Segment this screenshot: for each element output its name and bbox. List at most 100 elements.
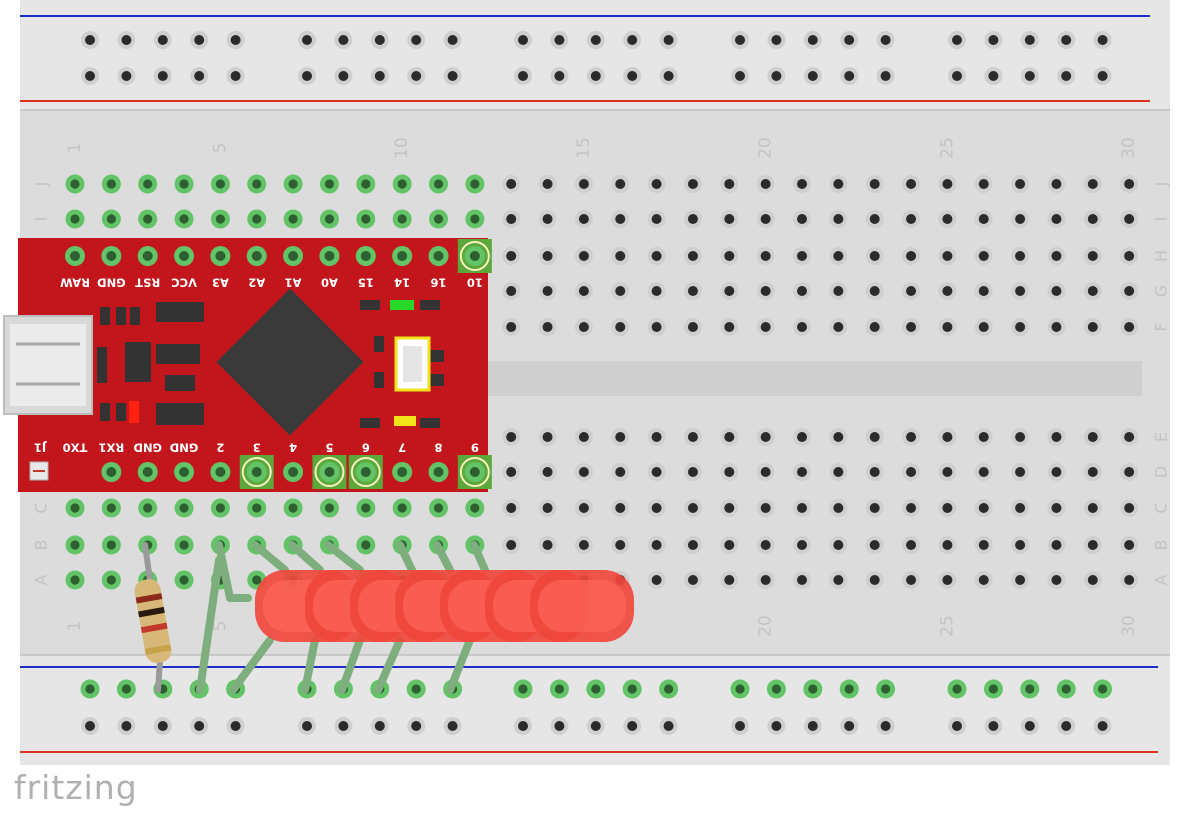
hole [651,322,662,332]
hole [1097,71,1108,81]
row-letter-label: C [32,502,51,513]
hole [833,467,844,477]
hole [615,179,626,189]
hole-connected [252,503,262,513]
pin-label-top: VCC [171,276,197,290]
hole [735,35,745,45]
pin-hole [324,251,335,261]
hole [1051,467,1062,477]
pin-label-top: 15 [358,276,374,290]
hole [230,35,241,45]
hole [578,251,589,261]
hole [906,575,917,585]
hole-connected [106,503,116,513]
resistor-band [144,644,172,655]
led-lead [324,541,364,574]
led-lead [470,541,489,574]
hole [942,467,953,477]
hole [869,251,880,261]
hole [1087,322,1098,332]
hole [844,721,855,731]
hole [121,35,132,45]
hole [1051,286,1062,296]
hole [506,540,517,550]
hole [833,286,844,296]
hole [1051,432,1062,442]
bottom-power-rail [20,655,1170,765]
row-letter-label: J [1152,182,1171,188]
center-channel [485,361,1142,396]
pin-label-bottom: RX1 [98,441,124,455]
hole [121,71,132,81]
hole [542,322,553,332]
hole [1024,35,1035,45]
hole [978,540,989,550]
hole [807,721,818,731]
hole [663,35,674,45]
hole [952,35,962,45]
hole [797,251,807,261]
hole [651,286,662,296]
status-led-green [390,300,414,310]
resistor-band [138,606,165,618]
hole [978,286,989,296]
hole [506,286,517,296]
hole [869,467,880,477]
pin-label-top: A0 [321,276,338,290]
hole [833,575,844,585]
hole [651,432,662,442]
led-lead [374,636,404,694]
hole [1061,721,1072,731]
hole [85,71,95,81]
hole [1124,214,1135,224]
smd-component [420,300,440,310]
smd-component [420,418,440,428]
hole [615,540,626,550]
pin-label-top: A3 [212,276,229,290]
hole [663,71,674,81]
hole [1015,251,1026,261]
resistor-band [135,593,163,604]
hole [807,71,818,81]
hole-connected [70,179,80,189]
row-letter-label: J [32,182,51,188]
hole-connected [106,540,116,550]
row-letter-label: C [1152,502,1171,513]
pin-hole [251,251,262,261]
hole [1087,432,1098,442]
hole [615,251,626,261]
hole [880,721,891,731]
hole [833,322,844,332]
column-number-label: 1 [65,143,85,154]
pin-label-bottom: 5 [325,441,333,455]
hole-connected [1061,684,1071,694]
hole [447,721,458,731]
hole [651,503,662,513]
hole [687,286,698,296]
pin-ring [350,457,381,487]
hole [1015,540,1026,550]
hole-connected [397,503,407,513]
hole [651,467,662,477]
hole [735,71,745,81]
top-power-rail [20,0,1170,110]
led-lead [433,541,454,574]
hole [542,286,553,296]
hole [978,214,989,224]
hole [869,503,880,513]
power-led [129,401,139,423]
hole [578,179,589,189]
hole [771,721,782,731]
hole-connected [179,214,189,224]
pin-hole [433,467,444,477]
hole-connected [627,684,637,694]
hole [578,432,589,442]
row-letter-label: A [1152,574,1171,585]
pin-label-top: 14 [394,276,410,290]
column-number-label: 25 [937,615,957,637]
hole [374,35,385,45]
hole [506,432,517,442]
hole-connected [518,684,528,694]
hole [771,35,782,45]
